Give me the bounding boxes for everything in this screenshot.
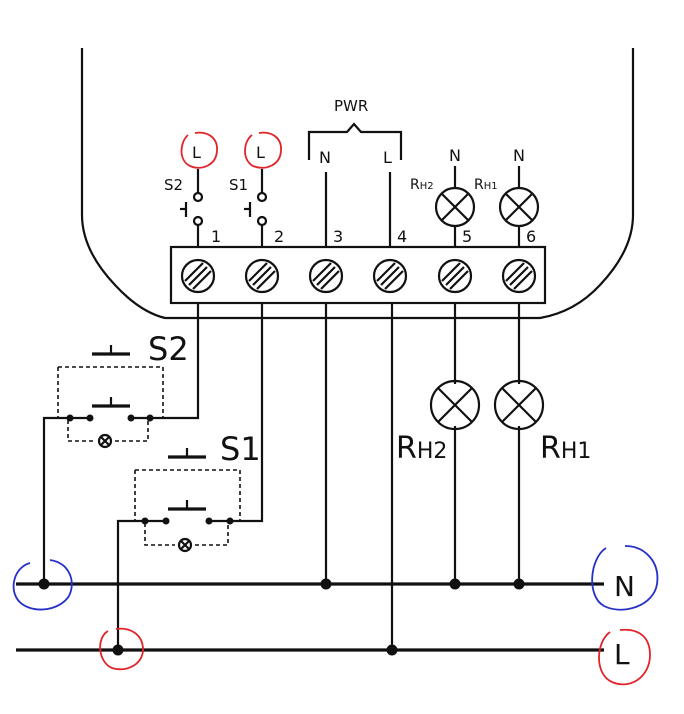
- wire-s2-to-n: [42, 416, 70, 584]
- bus-l-label: L: [614, 638, 630, 671]
- highlight-l-junction: [99, 627, 144, 671]
- wire-s1-to-l: [116, 519, 145, 650]
- terminal-screw-3: [308, 258, 344, 294]
- terminal-6-label: 6: [526, 227, 536, 246]
- pushbutton-s1: [134, 448, 241, 553]
- internal-lamp-rh1: [498, 166, 540, 247]
- highlight-n-junction: [12, 559, 73, 611]
- terminal-screw-5: [437, 258, 473, 294]
- terminal-4-label: 4: [397, 227, 407, 246]
- terminal-screw-2: [244, 258, 280, 294]
- terminal-screw-6: [501, 258, 537, 294]
- lamp-rh2-n-label: N: [449, 146, 461, 165]
- rh2-label: RH2: [396, 431, 447, 466]
- s1-label: S1: [220, 430, 261, 468]
- terminal-3-label: 3: [333, 227, 343, 246]
- lamp-rh1: [493, 379, 545, 431]
- s2-label: S2: [148, 330, 189, 368]
- internal-lamp-rh2: [434, 166, 476, 247]
- terminal-block: [169, 245, 547, 305]
- lamp-rh2: [429, 379, 481, 431]
- s2-small-label: S2: [164, 176, 183, 194]
- terminal-screw-4: [372, 258, 408, 294]
- junction-dots: [38, 578, 525, 656]
- device-housing: [80, 48, 635, 320]
- top-l1-label: L: [192, 143, 201, 162]
- highlight-top-l2: [244, 131, 282, 169]
- lamp-rh1-n-label: N: [513, 146, 525, 165]
- highlight-bus-l-label: [598, 628, 651, 686]
- s1-small-label: S1: [229, 176, 248, 194]
- wire-terminal-2: [230, 303, 264, 523]
- terminal-screws: [180, 258, 537, 294]
- pwr-l-label: L: [383, 148, 392, 167]
- internal-s1-input: [244, 169, 268, 247]
- pushbutton-s2: [57, 345, 164, 449]
- terminal-5-label: 5: [462, 227, 472, 246]
- rh1-small-label: RH1: [474, 177, 498, 193]
- rh2-small-label: RH2: [410, 177, 434, 193]
- rh1-label: RH1: [540, 431, 591, 466]
- terminal-screw-1: [180, 258, 216, 294]
- highlight-bus-n-label: [591, 545, 659, 611]
- pwr-bracket: [307, 122, 403, 160]
- top-l2-label: L: [256, 143, 265, 162]
- internal-s2-input: [180, 169, 204, 247]
- pwr-label: PWR: [334, 97, 368, 115]
- pwr-n-label: N: [319, 148, 331, 167]
- terminal-1-label: 1: [211, 227, 221, 246]
- bus-n-label: N: [614, 570, 635, 603]
- highlight-top-l1: [180, 131, 218, 169]
- wire-terminal-1: [150, 303, 200, 420]
- terminal-2-label: 2: [274, 227, 284, 246]
